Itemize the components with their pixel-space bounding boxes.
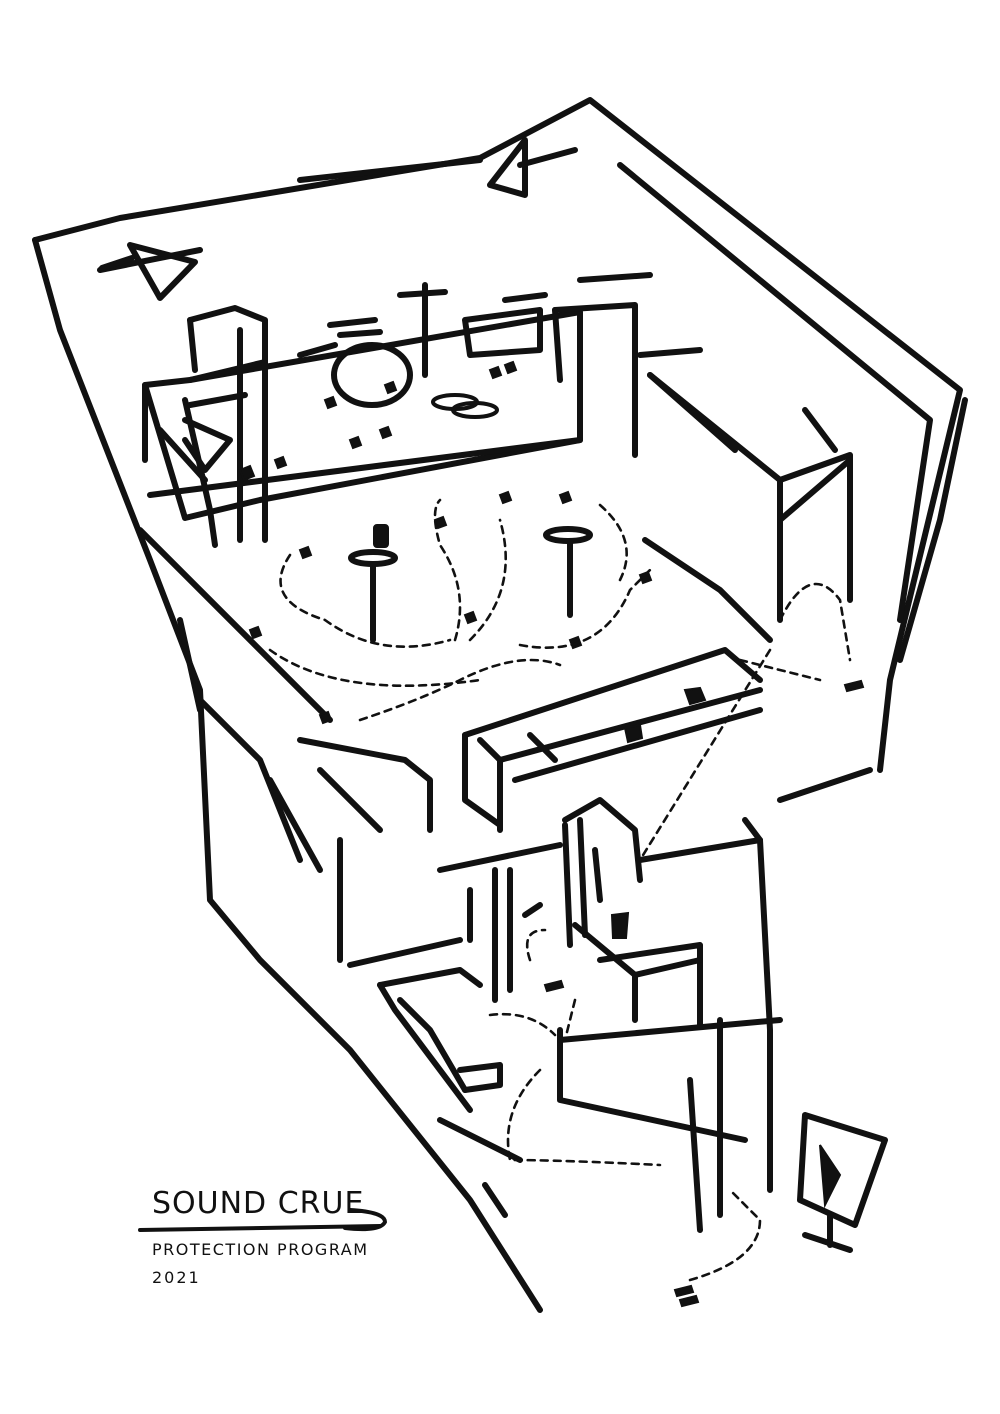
bar-counter xyxy=(462,647,763,833)
caption-underline xyxy=(138,1208,387,1232)
side-wall-block xyxy=(637,347,853,643)
movement-paths xyxy=(268,498,852,1282)
speaker-left xyxy=(99,242,198,301)
stage xyxy=(142,272,653,548)
building-outline xyxy=(32,97,968,1313)
drum-kit xyxy=(297,282,548,419)
table-left xyxy=(348,524,398,643)
caption-year: 2021 xyxy=(152,1268,201,1287)
sofa xyxy=(377,967,503,1113)
crowd-footsteps xyxy=(238,360,865,1308)
lower-rooms xyxy=(137,527,873,1233)
caption-title: SOUND CRUE xyxy=(152,1186,365,1221)
table-right xyxy=(543,526,593,618)
speaker-right xyxy=(487,137,578,198)
display-stand xyxy=(797,1112,888,1253)
caption-subtitle: PROTECTION PROGRAM xyxy=(152,1240,369,1259)
